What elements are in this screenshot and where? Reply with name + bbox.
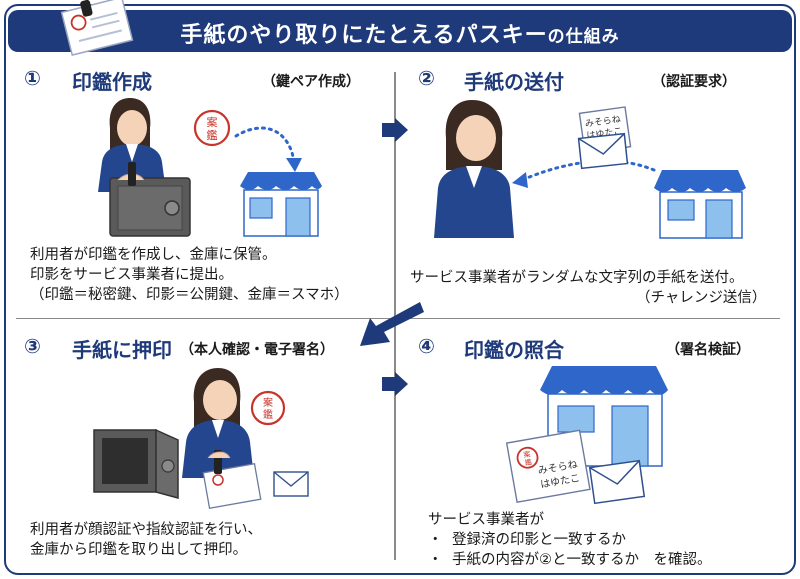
seal-char-1: 案: [207, 115, 218, 129]
user-person-icon: [434, 100, 514, 238]
document-stamp-icon: [60, 0, 134, 56]
step-3-line-1: 利用者が顔認証や指紋認証を行い、: [30, 522, 262, 538]
shop-icon: [240, 172, 322, 237]
step-2-number: ②: [418, 66, 435, 90]
arrow-right-icon: [382, 118, 408, 142]
seal-char-1: 案: [263, 396, 273, 409]
outer-frame: [4, 4, 796, 575]
page-title-main: 手紙のやり取りにたとえるパスキー: [180, 23, 548, 48]
seal-char-1: 案: [523, 449, 531, 459]
step-3-line-2: 金庫から印鑑を取り出して押印。: [30, 542, 248, 558]
shop-icon: [654, 170, 746, 239]
step-3-subtitle: （本人確認・電子署名）: [180, 342, 334, 358]
page-title: 手紙のやり取りにたとえるパスキーの仕組み: [8, 17, 792, 49]
step-3-title: 手紙に押印: [72, 338, 172, 362]
title-banner: 手紙のやり取りにたとえるパスキーの仕組み: [8, 10, 792, 52]
user-person-icon: [182, 368, 254, 478]
step-4-subtitle: （署名検証）: [666, 342, 750, 358]
step-1-line-3: （印鑑＝秘密鍵、印影＝公開鍵、金庫＝スマホ）: [30, 287, 349, 303]
seal-char-2: 鑑: [207, 128, 218, 142]
page-title-suffix: の仕組み: [547, 27, 620, 47]
step-4-bullet-2: ・: [428, 552, 443, 568]
seal-impression-icon: 案 鑑: [250, 390, 286, 426]
safe-icon: [93, 428, 179, 499]
step-1-illustration: 案 鑑: [98, 98, 322, 237]
step-1-number: ①: [24, 66, 41, 90]
arrow-down-left-icon: [360, 302, 424, 346]
step-2-subtitle: （認証要求）: [652, 74, 736, 90]
step-4-bullet-1: ・: [428, 532, 443, 548]
envelope-icon: [588, 459, 646, 505]
seal-impression-icon: 案 鑑: [193, 109, 231, 147]
step-4-number: ④: [418, 334, 435, 358]
step-2-line-2: （チャレンジ送信）: [636, 290, 767, 306]
step-1-line-2: 印影をサービス事業者に提出。: [30, 267, 233, 283]
step-2-title: 手紙の送付: [464, 70, 564, 94]
seal-char-2: 鑑: [263, 408, 273, 421]
arrow-right-icon: [382, 372, 408, 396]
step-2-line-1: サービス事業者がランダムな文字列の手紙を送付。: [410, 270, 744, 286]
step-4-line-2: 登録済の印影と一致するか: [452, 532, 626, 548]
step-1-line-1: 利用者が印鑑を作成し、金庫に保管。: [30, 247, 277, 263]
step-1-title: 印鑑作成: [72, 70, 152, 94]
step-4-illustration: 案 鑑 みそらね はゆたこ: [505, 366, 668, 505]
step-4-line-1: サービス事業者が: [428, 512, 544, 528]
envelope-icon: [273, 471, 309, 497]
letter-icon: [202, 463, 262, 509]
step-2-illustration: みそらね はゆたこ: [434, 100, 746, 239]
letter-icon: 案 鑑 みそらね はゆたこ: [505, 429, 591, 504]
safe-icon: [109, 177, 191, 237]
envelope-icon: [577, 132, 629, 170]
letter-text-line-1: みそらね: [584, 114, 621, 130]
step-4-title: 印鑑の照合: [464, 338, 564, 362]
step-4-line-3: 手紙の内容が②と一致するか を確認。: [452, 552, 712, 568]
step-3-illustration: 案 鑑: [93, 368, 309, 509]
step-1-subtitle: （鍵ペア作成）: [262, 74, 360, 90]
step-3-number: ③: [24, 334, 41, 358]
seal-char-2: 鑑: [524, 457, 532, 467]
